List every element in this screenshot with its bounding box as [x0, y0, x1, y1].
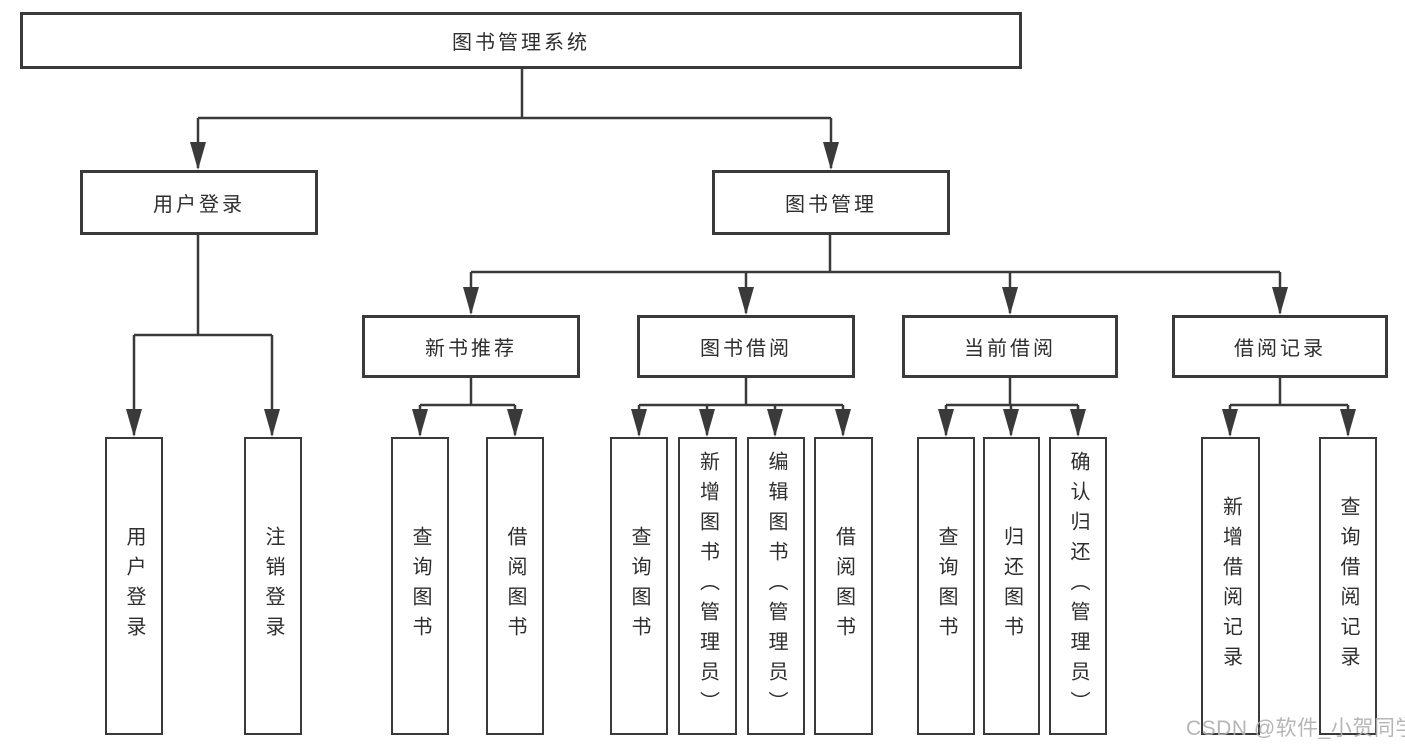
- node-label: 查询图书: [628, 526, 650, 646]
- node-label: 归还图书: [1000, 526, 1023, 646]
- node-new-book-recommend: 新书推荐: [362, 315, 580, 378]
- node-label: 借阅记录: [1234, 338, 1326, 360]
- node-label: 新书推荐: [425, 338, 517, 360]
- node-logout: 注销登录: [244, 437, 302, 735]
- node-label: 图书管理: [785, 194, 877, 216]
- node-query-books-recommend: 查询图书: [391, 437, 449, 735]
- node-label: 编辑图书（管理员）: [765, 451, 787, 721]
- node-book-management: 图书管理: [712, 170, 950, 235]
- arrowheads: [126, 142, 1356, 437]
- node-label: 查询图书: [935, 526, 957, 646]
- node-label: 注销登录: [262, 526, 284, 646]
- node-add-book-admin: 新增图书（管理员）: [678, 437, 737, 735]
- node-confirm-return-admin: 确认归还（管理员）: [1049, 437, 1107, 735]
- node-label: 当前借阅: [964, 338, 1056, 360]
- node-label: 新增图书（管理员）: [696, 451, 719, 721]
- node-query-books-current: 查询图书: [917, 437, 975, 735]
- node-label: 图书管理系统: [452, 32, 590, 54]
- node-label: 借阅图书: [832, 526, 855, 646]
- node-return-books: 归还图书: [983, 437, 1040, 735]
- node-book-borrowing: 图书借阅: [637, 315, 855, 378]
- node-label: 查询借阅记录: [1337, 496, 1359, 676]
- node-label: 用户登录: [123, 526, 145, 646]
- node-add-borrow-record: 新增借阅记录: [1201, 437, 1260, 735]
- node-label: 确认归还（管理员）: [1067, 451, 1089, 721]
- node-library-management-system: 图书管理系统: [20, 12, 1022, 69]
- watermark: CSDN @软件_小贺同学: [1186, 717, 1405, 740]
- node-label: 查询图书: [409, 526, 431, 646]
- node-label: 新增借阅记录: [1219, 496, 1242, 676]
- node-user-login: 用户登录: [80, 170, 318, 235]
- node-query-books-borrowing: 查询图书: [610, 437, 668, 735]
- node-edit-book-admin: 编辑图书（管理员）: [747, 437, 805, 735]
- node-label: 借阅图书: [504, 526, 526, 646]
- node-label: 图书借阅: [700, 338, 792, 360]
- node-user-login-leaf: 用户登录: [105, 437, 163, 735]
- node-label: 用户登录: [153, 194, 245, 216]
- node-current-borrowing: 当前借阅: [902, 315, 1118, 378]
- node-borrowing-records: 借阅记录: [1172, 315, 1388, 378]
- node-query-borrow-record: 查询借阅记录: [1319, 437, 1377, 735]
- node-borrow-books-recommend: 借阅图书: [486, 437, 544, 735]
- node-borrow-books-borrowing: 借阅图书: [814, 437, 873, 735]
